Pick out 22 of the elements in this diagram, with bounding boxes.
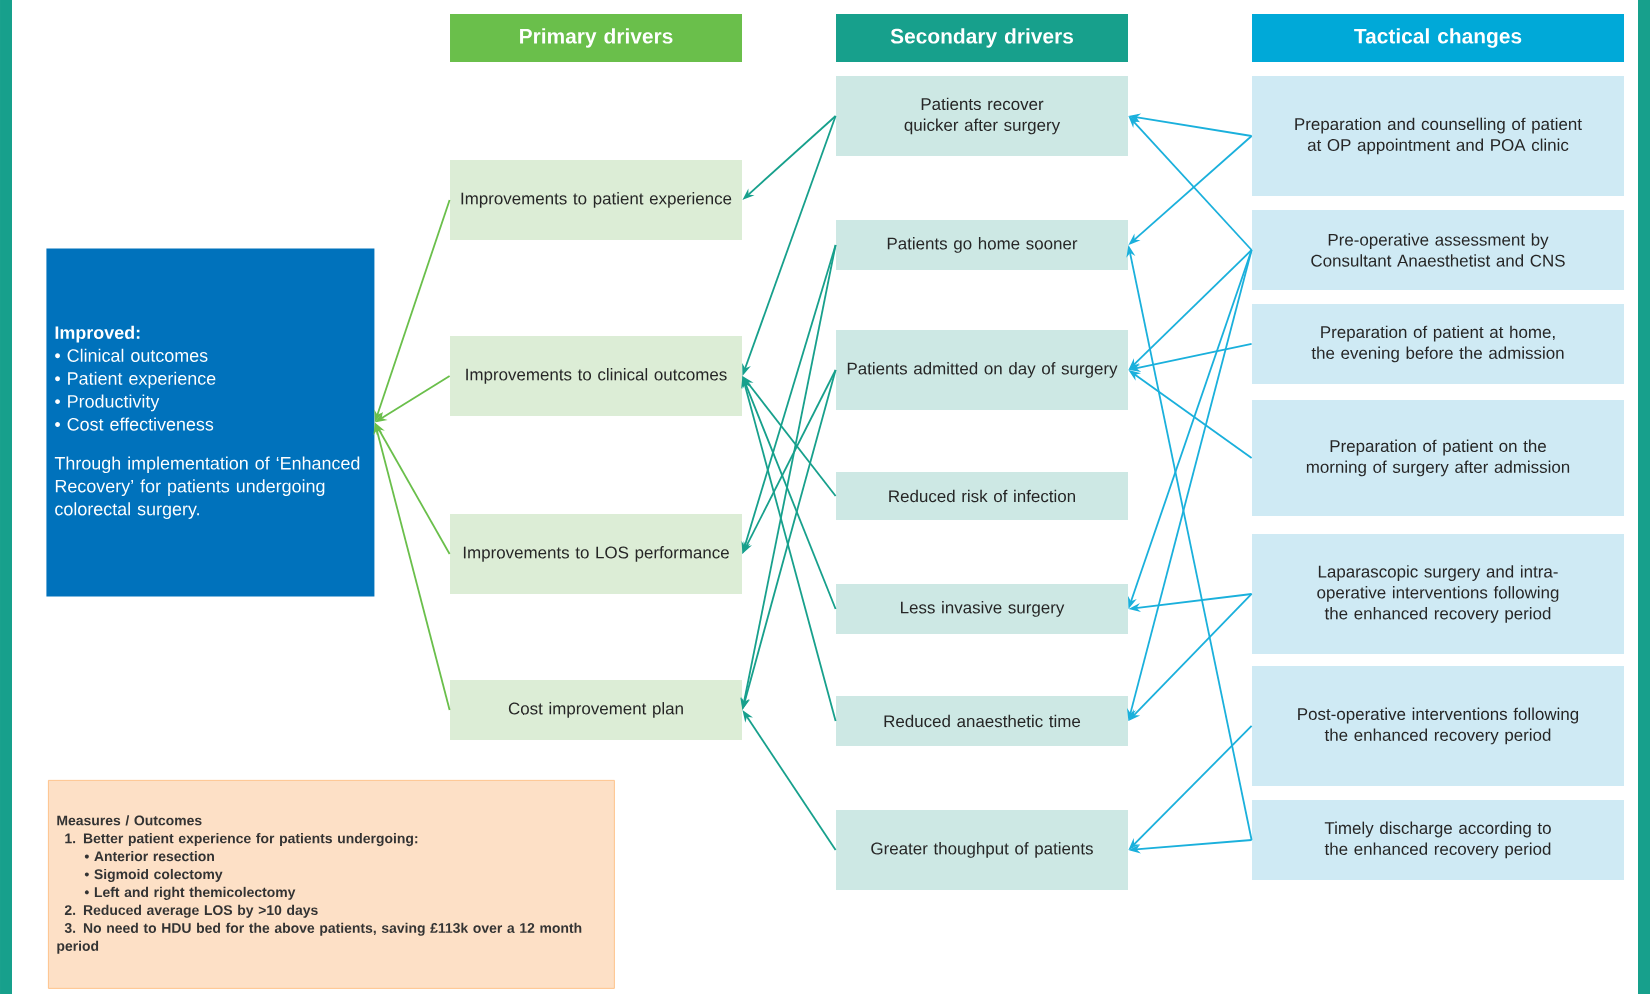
change-box: Laparascopic surgery and intra-operative interventions following the enhanced recovery period bbox=[1252, 534, 1624, 654]
header-banner: Tactical changes bbox=[1252, 14, 1624, 62]
driver-box: Cost improvement plan bbox=[450, 680, 742, 740]
driver-box: Less invasive surgery bbox=[836, 584, 1128, 634]
driver-box: Reduced risk of infection bbox=[836, 472, 1128, 520]
driver-box: Patients recover quicker after surgery bbox=[836, 76, 1128, 156]
driver-box: Improvements to clinical outcomes bbox=[450, 336, 742, 416]
change-box: Preparation of patient on the morning of surgery after admission bbox=[1252, 400, 1624, 516]
driver-box: Improvements to patient experience bbox=[450, 160, 742, 240]
header-banner: Primary drivers bbox=[450, 14, 742, 62]
change-box: Preparation of patient at home, the evening before the admission bbox=[1252, 304, 1624, 384]
header-banner: Secondary drivers bbox=[836, 14, 1128, 62]
driver-box: Improvements to LOS performance bbox=[450, 514, 742, 594]
outcome-box: Improved: • Clinical outcomes • Patient experience • Productivity • Cost effectiveness Through implementation of ‘Enhanced Recovery’ for patients undergoing colorectal surgery. bbox=[46, 248, 375, 597]
change-box: Timely discharge according to the enhanced recovery period bbox=[1252, 800, 1624, 880]
change-box: Preparation and counselling of patient at OP appointment and POA clinic bbox=[1252, 76, 1624, 196]
change-box: Pre-operative assessment by Consultant Anaesthetist and CNS bbox=[1252, 210, 1624, 290]
driver-box: Greater thoughput of patients bbox=[836, 810, 1128, 890]
driver-box: Patients go home sooner bbox=[836, 220, 1128, 270]
driver-box: Patients admitted on day of surgery bbox=[836, 330, 1128, 410]
driver-box: Reduced anaesthetic time bbox=[836, 696, 1128, 746]
change-box: Post-operative interventions following the enhanced recovery period bbox=[1252, 666, 1624, 786]
